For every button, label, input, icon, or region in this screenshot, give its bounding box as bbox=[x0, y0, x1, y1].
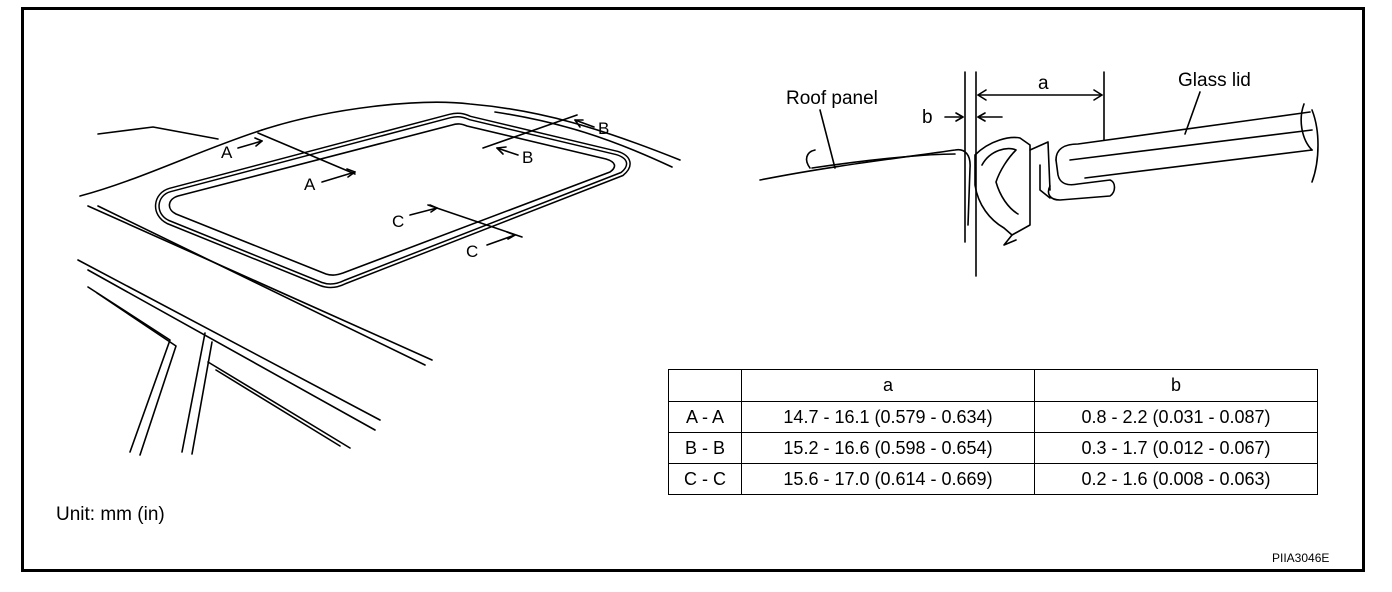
section-label-a2: A bbox=[304, 175, 316, 194]
table-cell-b: 0.2 - 1.6 (0.008 - 0.063) bbox=[1034, 463, 1318, 495]
table-cell-a: 15.6 - 17.0 (0.614 - 0.669) bbox=[741, 463, 1035, 495]
table-row: C - C 15.6 - 17.0 (0.614 - 0.669) 0.2 - … bbox=[668, 463, 1318, 495]
dimension-a-label: a bbox=[1038, 73, 1049, 94]
table-header-cell bbox=[668, 369, 742, 402]
roof-panel-label: Roof panel bbox=[786, 88, 878, 109]
table-row: B - B 15.2 - 16.6 (0.598 - 0.654) 0.3 - … bbox=[668, 432, 1318, 464]
cross-section-detail bbox=[759, 71, 1319, 277]
table-header-cell: b bbox=[1034, 369, 1318, 402]
figure-code: PIIA3046E bbox=[1272, 551, 1330, 565]
section-label-c2: C bbox=[466, 242, 478, 261]
table-cell-section: C - C bbox=[668, 463, 742, 495]
table-row: A - A 14.7 - 16.1 (0.579 - 0.634) 0.8 - … bbox=[668, 401, 1318, 433]
table-cell-a: 15.2 - 16.6 (0.598 - 0.654) bbox=[741, 432, 1035, 464]
table-cell-b: 0.8 - 2.2 (0.031 - 0.087) bbox=[1034, 401, 1318, 433]
figure-frame bbox=[21, 7, 1365, 572]
unit-note: Unit: mm (in) bbox=[56, 504, 165, 525]
table-cell-a: 14.7 - 16.1 (0.579 - 0.634) bbox=[741, 401, 1035, 433]
dimension-b-label: b bbox=[922, 107, 933, 128]
table-cell-section: B - B bbox=[668, 432, 742, 464]
section-label-b1: B bbox=[598, 119, 609, 138]
section-label-c1: C bbox=[392, 212, 404, 231]
glass-lid-label: Glass lid bbox=[1178, 70, 1251, 91]
section-label-a1: A bbox=[221, 143, 233, 162]
table-header-cell: a bbox=[741, 369, 1035, 402]
table-cell-section: A - A bbox=[668, 401, 742, 433]
roof-perspective bbox=[77, 101, 681, 456]
spec-table: a b A - A 14.7 - 16.1 (0.579 - 0.634) 0.… bbox=[668, 369, 1318, 495]
table-cell-b: 0.3 - 1.7 (0.012 - 0.067) bbox=[1034, 432, 1318, 464]
section-label-b2: B bbox=[522, 148, 533, 167]
table-header-row: a b bbox=[668, 369, 1318, 402]
